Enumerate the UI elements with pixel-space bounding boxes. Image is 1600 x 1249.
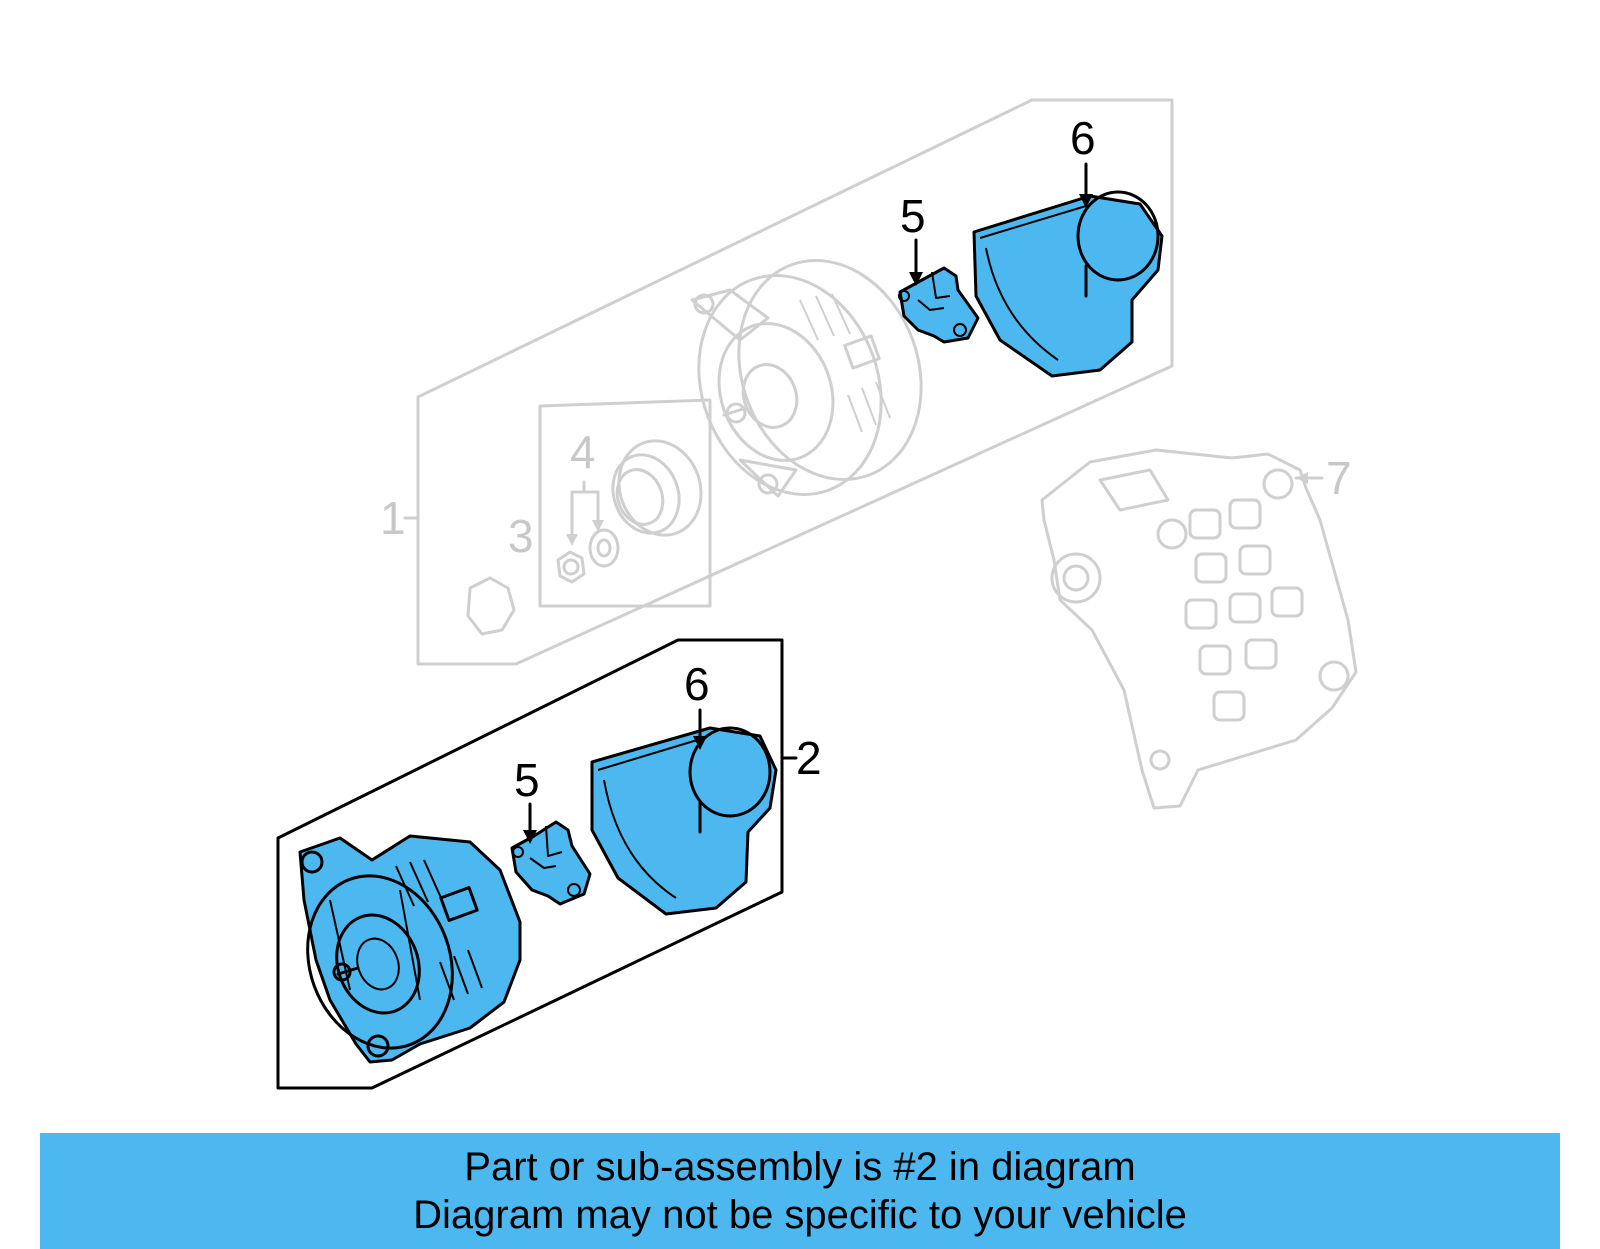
ghost-callout-4-arrows	[566, 480, 604, 546]
callout-top-6: 6	[1070, 112, 1096, 164]
info-banner: Part or sub-assembly is #2 in diagram Di…	[40, 1133, 1560, 1249]
ghost-bracket	[1040, 448, 1358, 810]
ghost-nut	[556, 550, 586, 584]
callout-bottom-6: 6	[684, 658, 710, 710]
top-cover	[972, 190, 1164, 378]
ghost-pulley	[611, 439, 703, 537]
callout-3: 3	[508, 510, 534, 562]
assembly-1-outline	[403, 98, 1174, 666]
ghost-washer	[588, 528, 620, 568]
ghost-alternator	[690, 259, 923, 498]
callout-7: 7	[1326, 452, 1352, 504]
top-regulator	[898, 266, 980, 344]
top-callout-5-arrow	[909, 238, 923, 286]
callout-2: 2	[796, 732, 822, 784]
assembly-2-outline	[276, 638, 798, 1090]
banner-line-disclaimer: Diagram may not be specific to your vehi…	[413, 1193, 1187, 1237]
callout-1: 1	[380, 492, 406, 544]
bottom-callout-5-arrow	[523, 802, 537, 844]
top-callout-6-arrow	[1079, 162, 1093, 208]
voltage-regulator	[510, 820, 592, 906]
alternator	[298, 834, 522, 1064]
bottom-callout-6-arrow	[693, 708, 707, 750]
banner-line-part-info: Part or sub-assembly is #2 in diagram	[464, 1145, 1136, 1189]
alternator-cover	[590, 726, 778, 916]
callout-bottom-5: 5	[514, 754, 540, 806]
callout-top-5: 5	[900, 190, 926, 242]
ghost-cap	[466, 576, 516, 636]
ghost-small-parts-box	[538, 398, 712, 608]
callout-4: 4	[570, 426, 596, 478]
